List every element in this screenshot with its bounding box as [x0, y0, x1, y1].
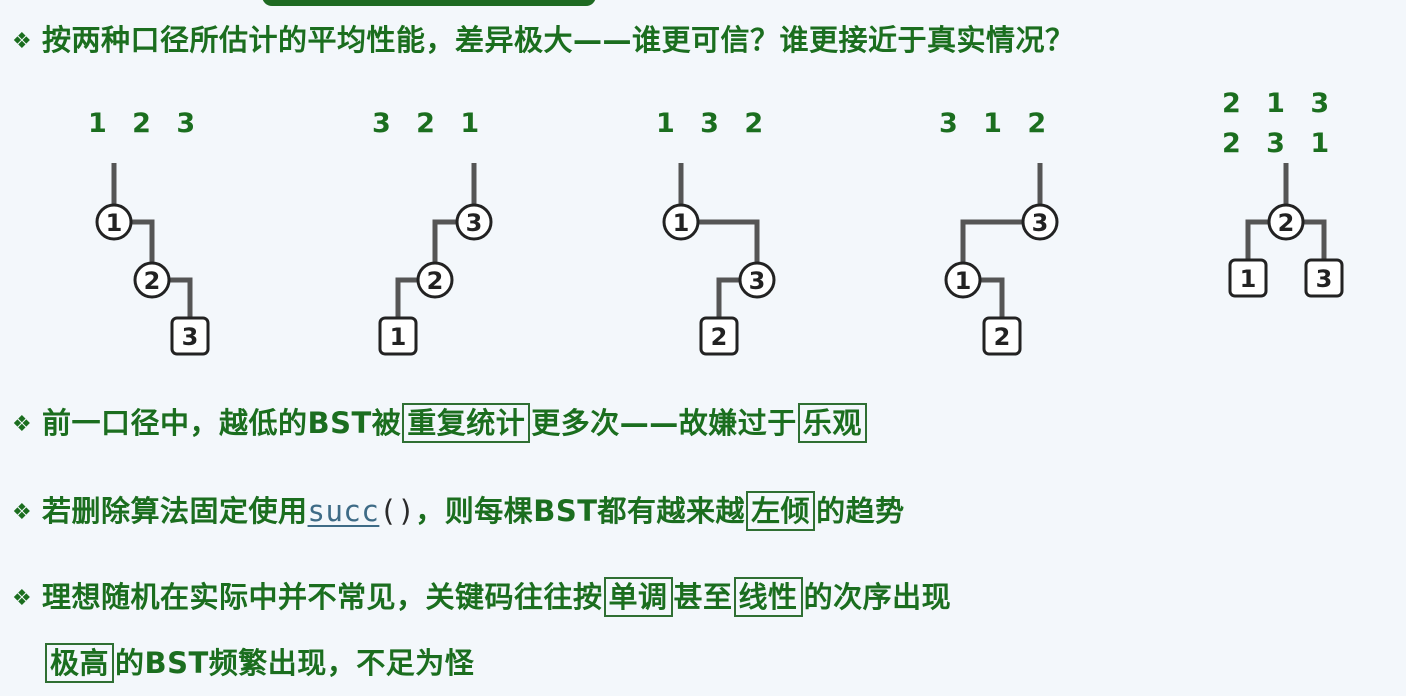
- heading-line: ❖ 按两种口径所估计的平均性能，差异极大——谁更可信？谁更接近于真实情况？: [12, 20, 1075, 62]
- tree-4-node-a: 3: [1032, 209, 1049, 237]
- bullet-icon: ❖: [12, 500, 33, 525]
- tree-5-sequence-b: 2 3 1: [1222, 128, 1331, 159]
- point-3-line-2: 极高的BST频繁出现，不足为怪: [44, 643, 474, 683]
- tree-2-node-a: 3: [466, 209, 483, 237]
- point-2: ❖ 若删除算法固定使用succ()，则每棵BST都有越来越左倾的趋势: [12, 491, 905, 533]
- point-3-boxed-c: 极高: [45, 643, 115, 683]
- tree-1-sequence: 1 2 3: [88, 108, 197, 139]
- tree-1-node-a: 1: [106, 209, 123, 237]
- point-1: ❖ 前一口径中，越低的BST被重复统计更多次——故嫌过于乐观: [12, 403, 868, 445]
- tree-1: 1 2 3: [95, 203, 210, 356]
- tree-3-node-c: 2: [711, 323, 728, 351]
- point-1-boxed-b: 乐观: [797, 403, 867, 443]
- tree-3-node-b: 3: [749, 267, 766, 295]
- tree-2-sequence: 3 2 1: [372, 108, 481, 139]
- point-3-boxed-b: 线性: [733, 577, 803, 617]
- point-2-text-b: ，则每棵BST都有越来越: [415, 494, 746, 528]
- tree-5: 2 1 3: [1228, 203, 1344, 298]
- tree-5-node-c: 3: [1316, 265, 1333, 293]
- tree-4-sequence: 3 1 2: [939, 108, 1048, 139]
- bullet-icon: ❖: [12, 586, 33, 611]
- point-3-text-d: 的BST频繁出现，不足为怪: [115, 646, 475, 680]
- point-1-boxed-a: 重复统计: [402, 403, 531, 443]
- tree-1-node-b: 2: [144, 267, 161, 295]
- point-3-text-c: 的次序出现: [803, 580, 952, 614]
- tree-2: 3 2 1: [378, 203, 493, 356]
- tree-4-node-b: 1: [955, 267, 972, 295]
- tree-4: 3 1 2: [944, 203, 1059, 356]
- point-3-text-b: 甚至: [673, 580, 733, 614]
- tree-3-sequence: 1 3 2: [656, 108, 765, 139]
- point-1-text-b: 更多次——故嫌过于: [531, 406, 797, 440]
- tree-5-node-a: 2: [1278, 209, 1295, 237]
- point-3-boxed-a: 单调: [603, 577, 673, 617]
- succ-parens: (): [379, 494, 416, 528]
- tree-2-node-c: 1: [390, 323, 407, 351]
- tree-5-sequence-a: 2 1 3: [1222, 88, 1331, 119]
- tree-1-node-c: 3: [182, 323, 199, 351]
- bullet-icon: ❖: [12, 29, 33, 54]
- heading-text: 按两种口径所估计的平均性能，差异极大——谁更可信？谁更接近于真实情况？: [42, 23, 1075, 57]
- point-1-text-a: 前一口径中，越低的BST被: [42, 406, 402, 440]
- point-2-text-c: 的趋势: [816, 494, 905, 528]
- tree-4-node-c: 2: [994, 323, 1011, 351]
- tree-2-node-b: 2: [427, 267, 444, 295]
- succ-code: succ(): [308, 494, 416, 528]
- bullet-icon: ❖: [12, 412, 33, 437]
- point-2-text-a: 若删除算法固定使用: [42, 494, 308, 528]
- tree-5-node-b: 1: [1240, 265, 1257, 293]
- top-decoration-tab: [262, 0, 596, 6]
- tree-3-node-a: 1: [673, 209, 690, 237]
- tree-3: 1 3 2: [662, 203, 776, 356]
- succ-name: succ: [307, 494, 380, 528]
- point-3: ❖ 理想随机在实际中并不常见，关键码往往按单调甚至线性的次序出现: [12, 577, 951, 619]
- point-2-boxed-a: 左倾: [746, 491, 816, 531]
- point-3-text-a: 理想随机在实际中并不常见，关键码往往按: [42, 580, 603, 614]
